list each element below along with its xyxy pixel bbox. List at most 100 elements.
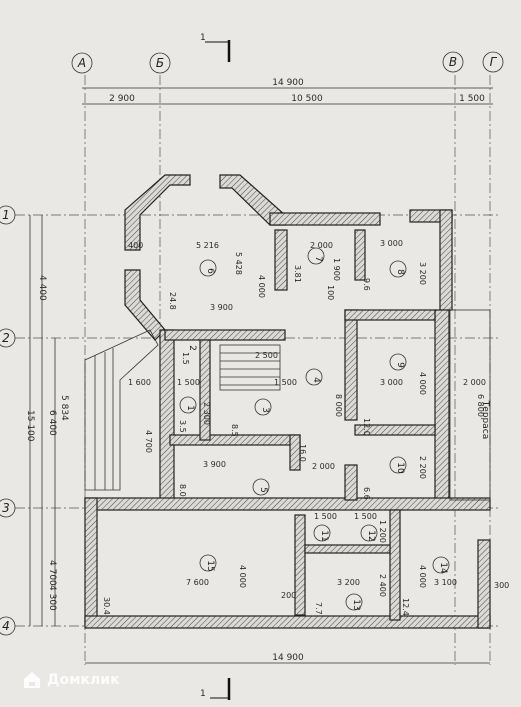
dim-label: 2 000 xyxy=(310,241,333,250)
area-room-5: 8.0 xyxy=(178,484,187,497)
room-number-13: 13 xyxy=(351,599,361,610)
dim-top-middle: 10 500 xyxy=(291,94,323,104)
room-number-5: 5 xyxy=(258,487,268,493)
room-number-11: 11 xyxy=(319,530,329,541)
terrace-label: Терраса xyxy=(480,400,490,439)
dim-label: 1 900 xyxy=(332,258,341,281)
dim-overall-top: 14 900 xyxy=(272,78,304,88)
area-room-13: 7.7 xyxy=(314,602,323,615)
area-room-3: 8.5 xyxy=(230,424,239,437)
dim-label: 1 600 xyxy=(128,378,151,387)
dim-label: 200 xyxy=(281,591,296,600)
dim-label: 3 100 xyxy=(434,578,457,587)
dim-label: 1 200 xyxy=(378,520,387,543)
dim-label: 300 xyxy=(494,581,509,590)
grid-label-b: Б xyxy=(156,56,164,70)
area-room-2: 1.5 xyxy=(181,352,190,365)
room-labels: 1 2 3 4 5 6 7 8 9 10 11 12 13 14 15 xyxy=(179,247,450,611)
watermark-text: Домклик xyxy=(47,672,120,688)
dim-label: 3 900 xyxy=(210,303,233,312)
staircase xyxy=(219,344,281,391)
dim-label: 2 000 xyxy=(463,378,486,387)
room-number-15: 15 xyxy=(205,560,215,571)
room-number-8: 8 xyxy=(395,269,405,275)
dim-label: 2 400 xyxy=(378,574,387,597)
dim-label: 2 200 xyxy=(418,456,427,479)
area-room-15: 30.4 xyxy=(102,597,111,615)
grid-label-a: А xyxy=(77,56,86,70)
grid-label-2: 2 xyxy=(2,331,10,345)
dim-label: 3 900 xyxy=(203,460,226,469)
room-number-14: 14 xyxy=(438,562,448,574)
room-number-7: 7 xyxy=(313,256,323,262)
dim-label: 1 500 xyxy=(177,378,200,387)
dim-left-span-b: 5 834 xyxy=(59,395,69,421)
grid-label-3: 3 xyxy=(2,501,10,515)
dim-left-total: 15 100 xyxy=(25,410,35,442)
room-areas: 24.8 3.81 9.6 12.0 6.6 3.5 8.5 16.0 8.0 … xyxy=(102,265,410,616)
area-room-10: 6.6 xyxy=(362,487,371,500)
room-number-4: 4 xyxy=(311,377,321,383)
grid-label-4: 4 xyxy=(2,619,10,633)
section-label-top: 1 xyxy=(200,33,206,43)
dim-label: 3 000 xyxy=(380,239,403,248)
grid-bubbles-left: 1 2 3 4 xyxy=(0,205,16,636)
dim-label: 5 216 xyxy=(196,241,219,250)
dim-label: 2 500 xyxy=(255,351,278,360)
building-walls xyxy=(84,174,491,629)
dim-label: 4 000 xyxy=(418,565,427,588)
area-room-14: 12.4 xyxy=(401,598,410,616)
dim-top-right: 1 500 xyxy=(459,94,485,104)
terrace: Терраса xyxy=(449,309,491,501)
dim-label: 1 500 xyxy=(274,378,297,387)
house-logo-icon xyxy=(24,672,40,688)
dim-label: 3 200 xyxy=(337,578,360,587)
area-room-1: 3.5 xyxy=(178,420,187,433)
dim-label: 5 428 xyxy=(234,252,243,275)
dim-label: 4 700 xyxy=(144,430,153,453)
dim-label: 3 200 xyxy=(418,262,427,285)
dim-label: 7 600 xyxy=(186,578,209,587)
room-number-3: 3 xyxy=(260,407,270,413)
dim-overall-bottom: 14 900 xyxy=(272,653,304,663)
dim-label: 4 000 xyxy=(418,372,427,395)
grid-label-v: В xyxy=(449,55,457,69)
room-number-10: 10 xyxy=(395,462,405,474)
top-dimensions: 14 900 2 900 10 500 1 500 xyxy=(82,78,493,105)
entrance-steps xyxy=(84,329,159,491)
dim-left-span-d: 4 700 xyxy=(47,560,57,586)
dim-left-span-a: 4 400 xyxy=(37,275,47,301)
dim-label: 6 800 xyxy=(476,394,485,417)
dim-left-span-c: 6 400 xyxy=(47,410,57,436)
dim-label: 8 000 xyxy=(334,394,343,417)
grid-bubbles-top: А Б В Г xyxy=(71,51,504,74)
room-number-9: 9 xyxy=(395,362,405,368)
left-dimensions: 4 400 15 100 5 834 6 400 4 700 4 300 xyxy=(25,215,69,626)
section-mark-top: 1 xyxy=(200,33,231,62)
room-number-6: 6 xyxy=(205,268,215,274)
dim-label: 4 000 xyxy=(257,275,266,298)
dim-label: 2 300 xyxy=(202,402,211,425)
area-room-6: 24.8 xyxy=(168,292,177,310)
dim-label: 1 500 xyxy=(314,512,337,521)
watermark: Домклик xyxy=(22,670,120,690)
room-number-1: 1 xyxy=(185,405,195,411)
dim-label: 400 xyxy=(128,241,143,250)
dim-label: 4 000 xyxy=(238,565,247,588)
area-room-8: 9.6 xyxy=(362,278,371,291)
area-room-9: 12.0 xyxy=(362,418,371,436)
grid-label-1: 1 xyxy=(2,208,10,222)
dim-top-left: 2 900 xyxy=(109,94,135,104)
section-mark-bottom: 1 xyxy=(200,678,231,700)
interior-dimensions: 5 216 5 428 4 000 3 900 2 000 3 000 3 20… xyxy=(128,239,509,600)
grid-label-g: Г xyxy=(490,55,498,69)
area-room-4: 16.0 xyxy=(298,444,307,462)
section-label-bottom: 1 xyxy=(200,689,206,699)
dim-label: 100 xyxy=(326,285,335,300)
room-number-12: 12 xyxy=(366,530,376,541)
dim-left-span-e: 4 300 xyxy=(47,585,57,611)
bottom-dimension: 14 900 xyxy=(85,653,490,664)
dim-label: 3 000 xyxy=(380,378,403,387)
dim-label: 1 500 xyxy=(354,512,377,521)
